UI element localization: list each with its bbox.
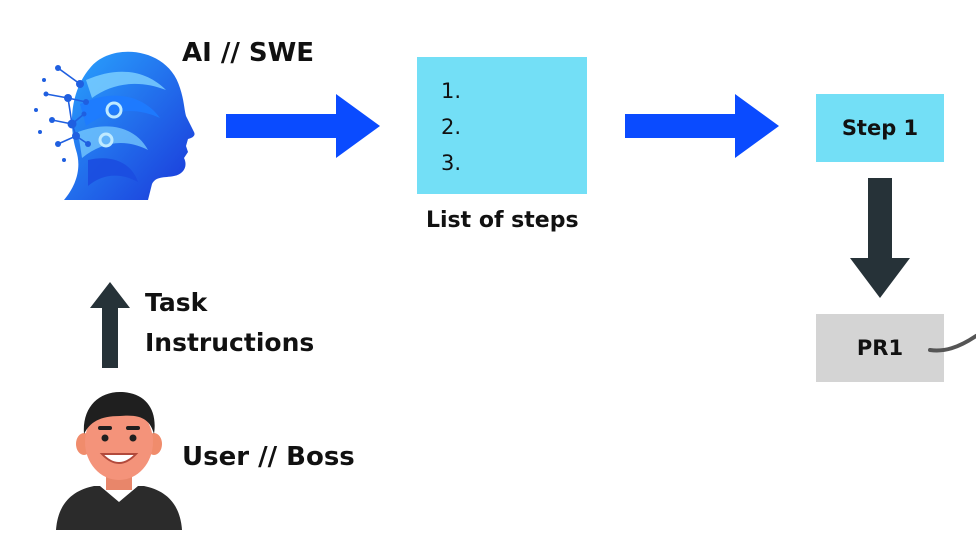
task-instructions-line-2: Instructions: [145, 328, 315, 357]
ai-head-icon: [34, 51, 195, 200]
ai-label: AI // SWE: [182, 38, 315, 68]
arrow-step1-to-pr1: [850, 178, 910, 298]
pr1-box: PR1: [816, 314, 944, 382]
step1-label: Step 1: [841, 116, 919, 140]
step-number-1: 1.: [441, 79, 462, 103]
list-caption: List of steps: [426, 208, 579, 233]
step1-box: Step 1: [816, 94, 944, 162]
steps-list-box: 1. 2. 3.: [417, 57, 587, 194]
user-label: User // Boss: [182, 442, 355, 472]
user-avatar-icon: [56, 392, 182, 530]
pr1-connector-curve: [928, 334, 976, 353]
task-instructions-line-1: Task: [145, 288, 208, 317]
pr1-label: PR1: [856, 336, 904, 360]
arrow-list-to-step1: [625, 94, 779, 158]
arrow-user-to-ai: [90, 282, 130, 368]
arrow-ai-to-list: [226, 94, 380, 158]
step-number-3: 3.: [441, 151, 462, 175]
step-number-2: 2.: [441, 115, 462, 139]
